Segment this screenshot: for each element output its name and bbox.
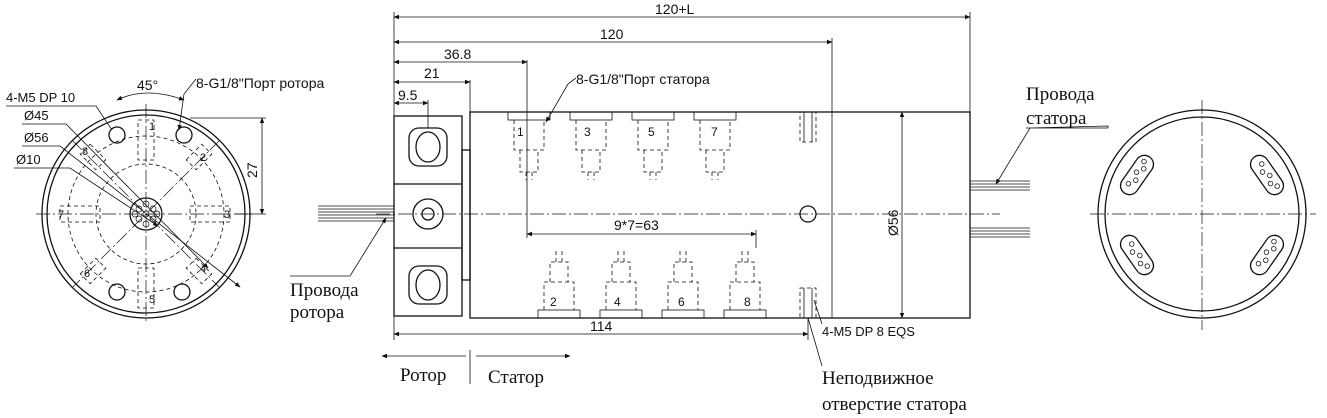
rotor-port-top xyxy=(408,127,448,167)
dim-total-label: 120+L xyxy=(655,1,695,17)
stator-wires xyxy=(970,180,1030,238)
front-bolt-hole-tl xyxy=(108,126,126,144)
rotor-wires-label-2: ротора xyxy=(290,302,345,323)
stator-bolt-leader xyxy=(813,299,823,325)
dim-21-label: 21 xyxy=(424,65,440,81)
front-port-3: 3 xyxy=(224,209,230,221)
dim-120-label: 120 xyxy=(600,26,624,42)
front-port-2: 2 xyxy=(200,152,206,164)
front-port-4: 4 xyxy=(200,263,206,275)
dim-pitch-label: 9*7=63 xyxy=(614,217,659,233)
front-diag-2 xyxy=(71,139,221,289)
d10-leader xyxy=(14,167,159,227)
rotor-wires xyxy=(318,205,394,222)
d56-leader xyxy=(22,145,241,288)
stator-ports-bottom xyxy=(543,248,761,310)
stator-slots-top xyxy=(507,111,737,121)
rotor-port-bottom xyxy=(408,265,448,305)
stator-port-2: 2 xyxy=(550,295,557,309)
front-bolt-hole-tr xyxy=(175,126,193,144)
fixed-hole-label-2: отверстие статора xyxy=(822,394,967,415)
bolt-leader xyxy=(6,105,113,131)
front-view: 1 2 3 4 5 6 7 8 45° 8-G1/8"Порт ротора 4… xyxy=(6,75,324,324)
rear-wire-slot-tl xyxy=(1119,154,1155,196)
front-port-7: 7 xyxy=(58,209,64,221)
stator-port-1: 1 xyxy=(517,125,524,139)
side-view: 1 3 5 7 2 4 6 8 xyxy=(290,1,1109,415)
angle-arc xyxy=(116,92,185,101)
rear-wire-slot-bl xyxy=(1119,234,1155,276)
d56-label: Ø56 xyxy=(24,130,49,145)
front-bolt-hole-bl xyxy=(108,283,126,301)
dim-95-label: 9.5 xyxy=(398,87,418,103)
stator-slots-bottom xyxy=(537,309,767,319)
front-wire-dots xyxy=(131,200,161,228)
stator-port-5: 5 xyxy=(648,125,655,139)
front-bolt-hole-br xyxy=(173,283,191,301)
port-rotor-leader xyxy=(177,78,197,131)
stator-wires-label-2: статора xyxy=(1026,108,1087,129)
front-port-5: 5 xyxy=(149,294,155,306)
stator-bolt-label: 4-M5 DP 8 EQS xyxy=(822,324,915,339)
port-rotor-label: 8-G1/8"Порт ротора xyxy=(196,75,324,91)
rotor-wires-leader xyxy=(290,217,387,277)
front-port-6: 6 xyxy=(84,268,90,280)
stator-port-8: 8 xyxy=(744,295,751,309)
stator-port-6: 6 xyxy=(678,295,685,309)
rotor-wires-label-1: Провода xyxy=(290,280,359,301)
dim-36-label: 36.8 xyxy=(444,46,471,62)
stator-wires-label-1: Провода xyxy=(1026,84,1095,105)
rear-wire-slot-tr xyxy=(1249,154,1285,196)
stator-thread-top xyxy=(799,111,817,143)
fixed-hole-label-1: Неподвижное xyxy=(822,368,934,389)
stator-port-7: 7 xyxy=(711,125,718,139)
rear-wire-slot-br xyxy=(1249,234,1285,276)
d10-label: Ø10 xyxy=(16,152,41,167)
stator-port-3: 3 xyxy=(584,125,591,139)
bolt-label: 4-M5 DP 10 xyxy=(6,90,75,105)
port-stator-leader xyxy=(545,77,577,123)
d45-leader xyxy=(22,123,209,269)
stator-ports-top xyxy=(513,120,731,180)
d45-label: Ø45 xyxy=(24,108,49,123)
front-port-8: 8 xyxy=(82,146,88,158)
stator-port-4: 4 xyxy=(614,295,621,309)
dim-114-label: 114 xyxy=(590,318,613,334)
stator-wires-leader xyxy=(995,125,1109,185)
fixed-hole-leader xyxy=(807,317,823,367)
rotor-label: Ротор xyxy=(400,365,446,386)
angle-label: 45° xyxy=(137,77,158,93)
front-port-1: 1 xyxy=(149,121,155,133)
dim-d56-label: Ø56 xyxy=(885,209,901,236)
dim27-label: 27 xyxy=(244,162,260,178)
stator-label: Статор xyxy=(488,367,544,388)
port-stator-label: 8-G1/8"Порт статора xyxy=(576,71,710,87)
rear-view xyxy=(1090,100,1316,330)
front-wire-bundle xyxy=(129,197,163,231)
rotor-block xyxy=(393,115,463,317)
front-hidden-ports xyxy=(59,119,231,309)
front-diag-1 xyxy=(71,139,221,289)
stator-thread-bottom xyxy=(799,287,817,319)
rotor-step xyxy=(461,149,471,281)
